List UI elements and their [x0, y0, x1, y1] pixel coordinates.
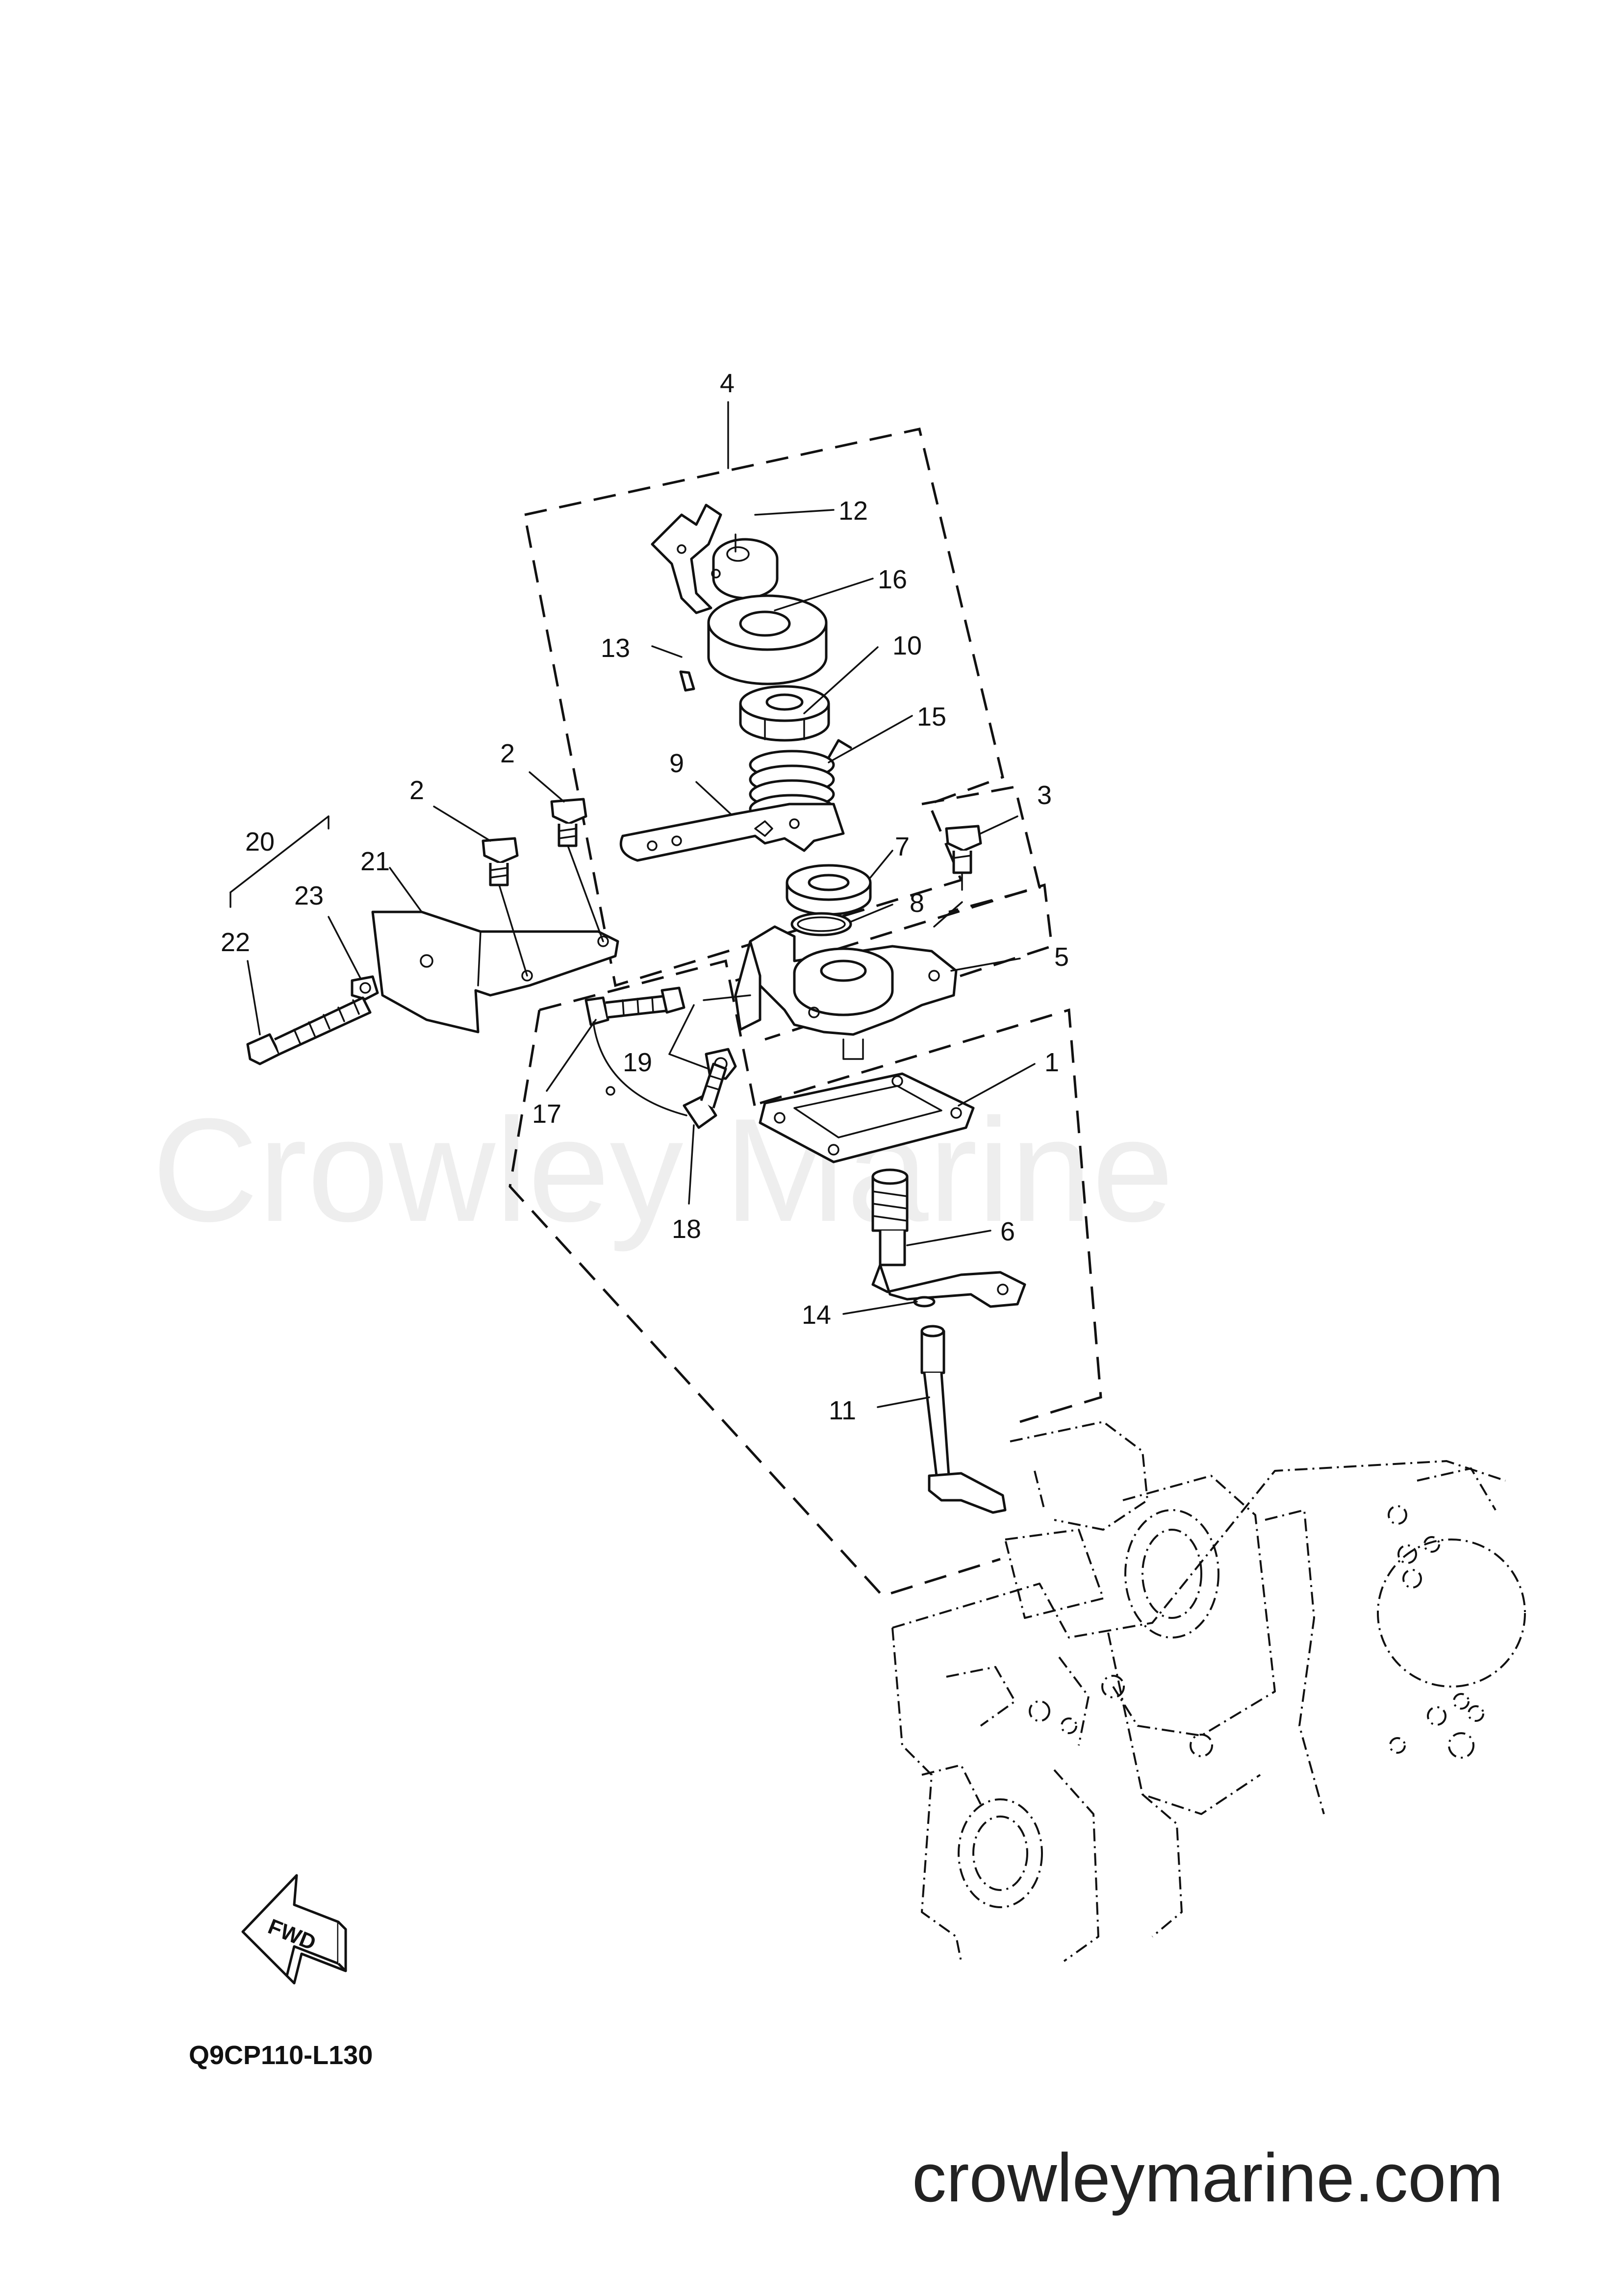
callout-17: 17	[532, 1099, 561, 1129]
callout-3: 3	[1037, 781, 1052, 810]
part-12-lever-bracket	[651, 504, 779, 614]
callout-14: 14	[802, 1300, 831, 1330]
callout-21: 21	[360, 847, 390, 876]
callout-7: 7	[895, 832, 910, 861]
site-url: crowleymarine.com	[912, 2139, 1503, 2216]
leader-lines	[229, 401, 1036, 1408]
callout-23: 23	[294, 881, 324, 910]
part-5-housing	[734, 925, 958, 1060]
part-21-bracket	[371, 910, 619, 1034]
part-17-bolt	[584, 986, 685, 1026]
part-7-washer	[786, 864, 872, 916]
part-2-bolt-left	[482, 837, 519, 886]
part-6-shaft	[871, 1168, 1026, 1308]
part-9-plate	[619, 803, 845, 862]
callout-6: 6	[1000, 1217, 1015, 1246]
callout-12: 12	[838, 496, 868, 526]
callout-2a: 2	[500, 739, 515, 768]
callout-9: 9	[669, 749, 684, 778]
callout-5: 5	[1054, 942, 1069, 972]
callout-10: 10	[892, 631, 922, 660]
part-18-bolt	[683, 1062, 727, 1129]
callout-18: 18	[672, 1214, 701, 1244]
callout-13: 13	[601, 633, 630, 663]
part-16-collar	[707, 594, 828, 685]
watermark: Crowley Marine	[152, 1087, 1174, 1253]
callout-4: 4	[720, 369, 735, 398]
part-2-bolt-right	[550, 798, 587, 847]
callout-8: 8	[910, 888, 924, 918]
forward-arrow-icon: FWD	[241, 1874, 347, 1985]
part-10-nut	[739, 685, 830, 742]
part-3-bolt	[945, 825, 982, 874]
callout-22: 22	[221, 928, 250, 957]
linkage-arc	[592, 1021, 687, 1116]
part-13-pin	[679, 670, 695, 692]
engine-block	[891, 1421, 1526, 1962]
part-8-o-ring	[790, 912, 852, 936]
callout-19: 19	[623, 1048, 652, 1077]
callout-20: 20	[245, 827, 275, 857]
callout-1: 1	[1044, 1048, 1059, 1077]
assembly-3-outline	[921, 785, 1041, 913]
assembly-4-outline	[523, 428, 1004, 987]
callout-2b: 2	[409, 776, 424, 805]
diagram-code: Q9CP110-L130	[189, 2041, 373, 2070]
callout-16: 16	[878, 565, 907, 594]
part-22-bolt	[246, 996, 372, 1065]
part-1-gasket	[759, 1072, 975, 1163]
callout-11: 11	[829, 1396, 856, 1425]
part-11-rod	[920, 1325, 1007, 1514]
callout-labels: 4 12 16 13 10 15 9 2 3 2 20 21 7 23 8 22…	[221, 369, 1069, 1425]
callout-15: 15	[917, 702, 946, 732]
part-23-nut	[351, 975, 379, 1001]
